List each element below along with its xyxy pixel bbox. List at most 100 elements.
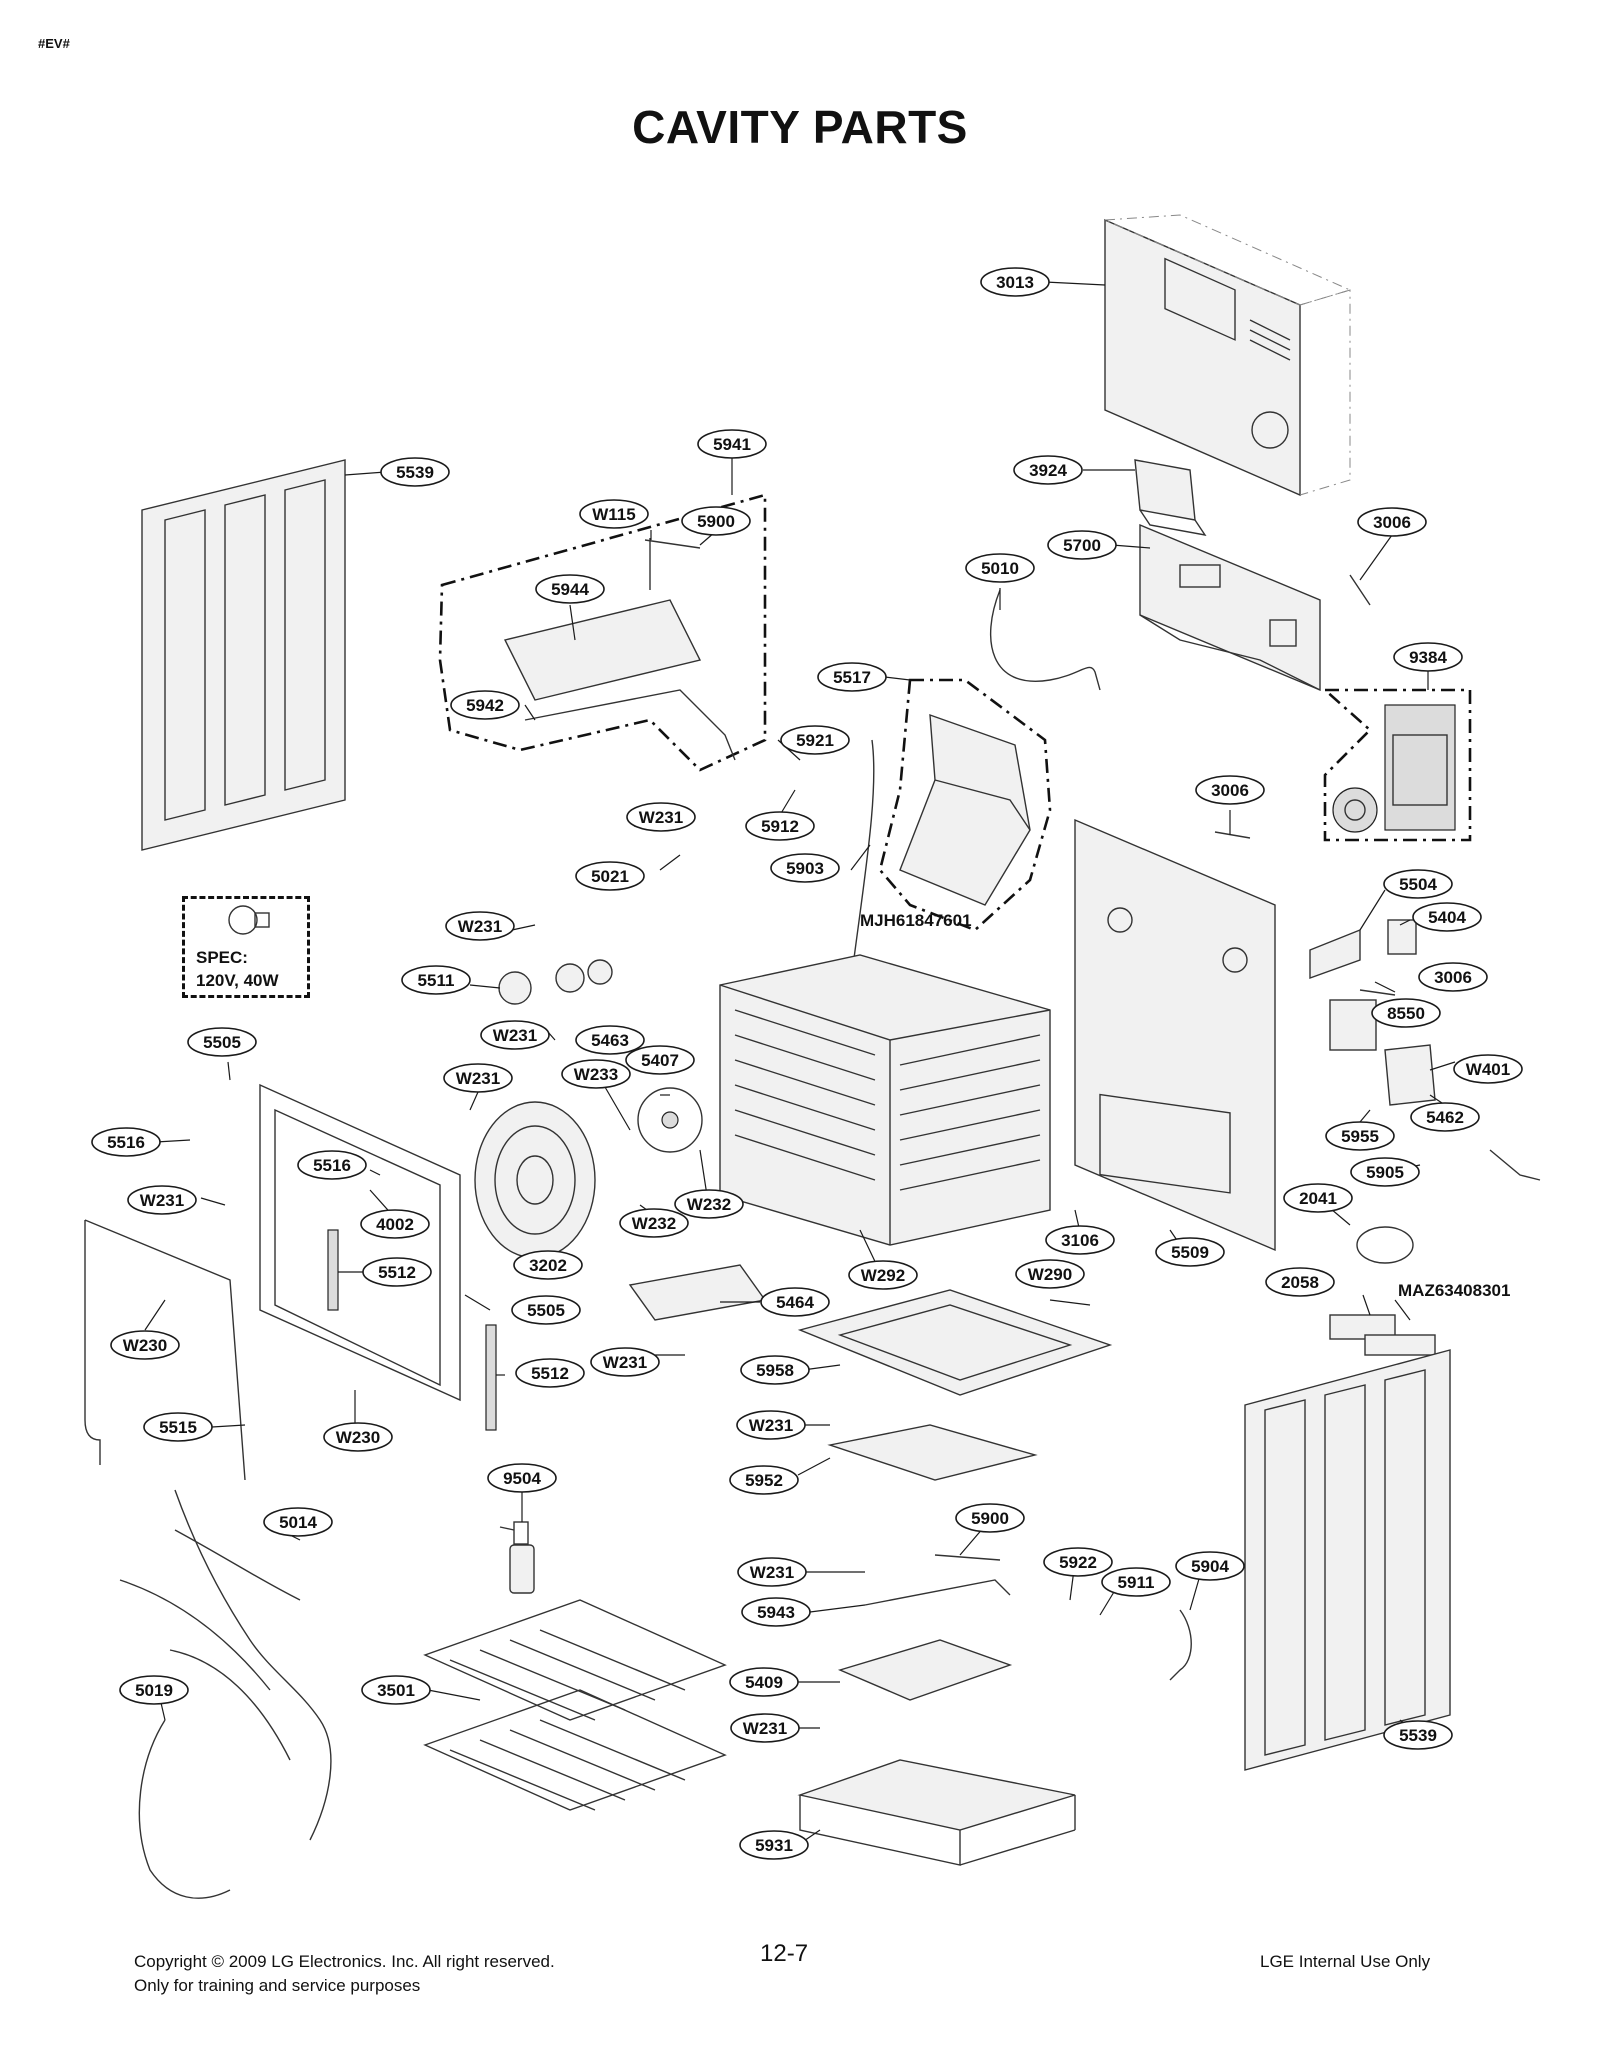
- svg-text:W231: W231: [458, 917, 502, 936]
- svg-text:W231: W231: [639, 808, 683, 827]
- tube-5905: [1489, 1149, 1541, 1181]
- svg-text:W232: W232: [687, 1195, 731, 1214]
- callout-5505-a[interactable]: 5505: [187, 1027, 257, 1057]
- callout-W231-d[interactable]: W231: [443, 1063, 513, 1093]
- callout-5516-a[interactable]: 5516: [91, 1127, 161, 1157]
- callout-W290[interactable]: W290: [1015, 1259, 1085, 1289]
- callout-W231-f[interactable]: W231: [590, 1347, 660, 1377]
- label-MJH61847601: MJH61847601: [860, 911, 972, 930]
- svg-text:3006: 3006: [1434, 968, 1472, 987]
- svg-text:W401: W401: [1466, 1060, 1510, 1079]
- callout-5904[interactable]: 5904: [1175, 1551, 1245, 1581]
- callout-5900-bottom[interactable]: 5900: [955, 1503, 1025, 1533]
- callout-W230-b[interactable]: W230: [323, 1422, 393, 1452]
- callout-5512-a[interactable]: 5512: [362, 1257, 432, 1287]
- callout-5517[interactable]: 5517: [817, 662, 887, 692]
- callout-5911[interactable]: 5911: [1101, 1567, 1171, 1597]
- callout-W230-a[interactable]: W230: [110, 1330, 180, 1360]
- callout-5958[interactable]: 5958: [740, 1355, 810, 1385]
- callout-5922[interactable]: 5922: [1043, 1547, 1113, 1577]
- callout-3013[interactable]: 3013: [980, 267, 1050, 297]
- callout-5952[interactable]: 5952: [729, 1465, 799, 1495]
- svg-text:5922: 5922: [1059, 1553, 1097, 1572]
- callout-5515[interactable]: 5515: [143, 1412, 213, 1442]
- harness-5019: [138, 1719, 231, 1899]
- callout-5931[interactable]: 5931: [739, 1830, 809, 1860]
- callout-5407[interactable]: 5407: [625, 1045, 695, 1075]
- callout-5900-top[interactable]: 5900: [681, 506, 751, 536]
- callout-5921[interactable]: 5921: [780, 725, 850, 755]
- callout-5912[interactable]: 5912: [745, 811, 815, 841]
- callout-W231-b[interactable]: W231: [445, 911, 515, 941]
- callout-5512-b[interactable]: 5512: [515, 1358, 585, 1388]
- callout-8550[interactable]: 8550: [1371, 998, 1441, 1028]
- callout-9504[interactable]: 9504: [487, 1463, 557, 1493]
- callout-5464[interactable]: 5464: [760, 1287, 830, 1317]
- callout-5539-right[interactable]: 5539: [1383, 1720, 1453, 1750]
- callout-5516-b[interactable]: 5516: [297, 1150, 367, 1180]
- callout-2058[interactable]: 2058: [1265, 1267, 1335, 1297]
- callout-5955[interactable]: 5955: [1325, 1121, 1395, 1151]
- callout-3006-b[interactable]: 3006: [1195, 775, 1265, 805]
- svg-text:5464: 5464: [776, 1293, 814, 1312]
- callout-5700[interactable]: 5700: [1047, 530, 1117, 560]
- svg-text:5010: 5010: [981, 559, 1019, 578]
- callout-5014[interactable]: 5014: [263, 1507, 333, 1537]
- callout-W231-h[interactable]: W231: [737, 1557, 807, 1587]
- svg-text:5407: 5407: [641, 1051, 679, 1070]
- callout-W231-i[interactable]: W231: [730, 1713, 800, 1743]
- callout-W292[interactable]: W292: [848, 1260, 918, 1290]
- svg-text:5700: 5700: [1063, 536, 1101, 555]
- internal-use-label: LGE Internal Use Only: [1260, 1952, 1431, 1971]
- callout-5942[interactable]: 5942: [450, 690, 520, 720]
- callout-5941[interactable]: 5941: [697, 429, 767, 459]
- callout-W232-b[interactable]: W232: [674, 1189, 744, 1219]
- callout-W231-a[interactable]: W231: [626, 802, 696, 832]
- callout-W232-a[interactable]: W232: [619, 1208, 689, 1238]
- callout-3006-c[interactable]: 3006: [1418, 962, 1488, 992]
- svg-text:3006: 3006: [1211, 781, 1249, 800]
- callout-5944[interactable]: 5944: [535, 574, 605, 604]
- callout-W231-e[interactable]: W231: [127, 1185, 197, 1215]
- callout-5010[interactable]: 5010: [965, 553, 1035, 583]
- callout-5903[interactable]: 5903: [770, 853, 840, 883]
- callout-5504[interactable]: 5504: [1383, 869, 1453, 899]
- group-5941: [438, 493, 767, 772]
- training-text: Only for training and service purposes: [134, 1976, 421, 1995]
- callout-2041[interactable]: 2041: [1283, 1183, 1353, 1213]
- callout-4002[interactable]: 4002: [360, 1209, 430, 1239]
- callout-5021[interactable]: 5021: [575, 861, 645, 891]
- svg-text:5539: 5539: [396, 463, 434, 482]
- svg-text:5019: 5019: [135, 1681, 173, 1700]
- callout-W231-c[interactable]: W231: [480, 1020, 550, 1050]
- callout-3501[interactable]: 3501: [361, 1675, 431, 1705]
- bracket-3924: [1134, 459, 1207, 536]
- svg-text:5517: 5517: [833, 668, 871, 687]
- callout-W231-g[interactable]: W231: [736, 1410, 806, 1440]
- side-panel-5539-left: [141, 459, 346, 851]
- callout-5905[interactable]: 5905: [1350, 1157, 1420, 1187]
- callout-3106[interactable]: 3106: [1045, 1225, 1115, 1255]
- svg-text:5512: 5512: [378, 1263, 416, 1282]
- plate-5464: [628, 1264, 767, 1321]
- callout-3006-a[interactable]: 3006: [1357, 507, 1427, 537]
- callout-5505-b[interactable]: 5505: [511, 1295, 581, 1325]
- callout-W233[interactable]: W233: [561, 1059, 631, 1089]
- svg-text:W230: W230: [123, 1336, 167, 1355]
- svg-text:W231: W231: [749, 1416, 793, 1435]
- callout-9384[interactable]: 9384: [1393, 642, 1463, 672]
- callout-5539-left[interactable]: 5539: [380, 457, 450, 487]
- callout-5462[interactable]: 5462: [1410, 1102, 1480, 1132]
- callout-5409[interactable]: 5409: [729, 1667, 799, 1697]
- callout-3202[interactable]: 3202: [513, 1250, 583, 1280]
- callout-5463[interactable]: 5463: [575, 1025, 645, 1055]
- callout-5511[interactable]: 5511: [401, 965, 471, 995]
- callout-5943[interactable]: 5943: [741, 1597, 811, 1627]
- callout-W115[interactable]: W115: [579, 499, 649, 529]
- callout-W401[interactable]: W401: [1453, 1054, 1523, 1084]
- callout-3924[interactable]: 3924: [1013, 455, 1083, 485]
- svg-text:5463: 5463: [591, 1031, 629, 1050]
- callout-5509[interactable]: 5509: [1155, 1237, 1225, 1267]
- callout-5404[interactable]: 5404: [1412, 902, 1482, 932]
- callout-5019[interactable]: 5019: [119, 1675, 189, 1705]
